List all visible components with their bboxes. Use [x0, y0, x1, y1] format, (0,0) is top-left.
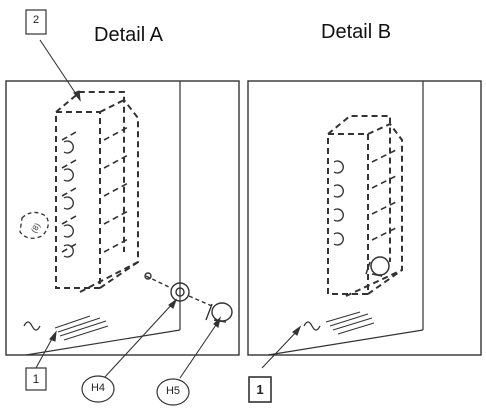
svg-text:(8): (8)	[29, 221, 42, 234]
side-bracket-a: (8)	[19, 211, 49, 239]
leader-lines-a	[35, 39, 221, 379]
floor-mark-a	[23, 321, 41, 331]
callout-label-1-b: 1	[256, 382, 264, 397]
detail-b-panel	[247, 80, 482, 356]
cabinet-outline-a	[55, 91, 139, 293]
installed-screw-b	[365, 256, 390, 277]
callout-box-2	[25, 9, 47, 35]
shelf-clips-b	[333, 160, 344, 246]
washer-h4-part	[144, 272, 190, 302]
detail-a-panel	[5, 80, 240, 356]
screw-h5-part	[188, 295, 233, 323]
callout-label-h4: H4	[90, 382, 106, 394]
detail-a-title: Detail A	[94, 24, 163, 46]
callout-box-1-a	[25, 367, 47, 391]
callout-label-1-a: 1	[32, 372, 40, 386]
shelf-clips-a	[63, 140, 74, 258]
detail-b-title: Detail B	[321, 21, 392, 43]
callout-label-2: 2	[32, 14, 40, 26]
callout-circle-h5	[156, 378, 190, 406]
callout-circle-h4	[81, 375, 115, 403]
callout-shapes	[25, 9, 272, 406]
cabinet-outline-b	[327, 115, 403, 297]
floor-hatch-a	[54, 315, 109, 341]
callout-box-1-b	[248, 376, 272, 403]
callout-label-h5: H5	[165, 385, 181, 397]
leader-lines-b	[261, 325, 302, 369]
floor-hatch-b	[325, 311, 375, 335]
floor-mark-b	[303, 321, 321, 331]
